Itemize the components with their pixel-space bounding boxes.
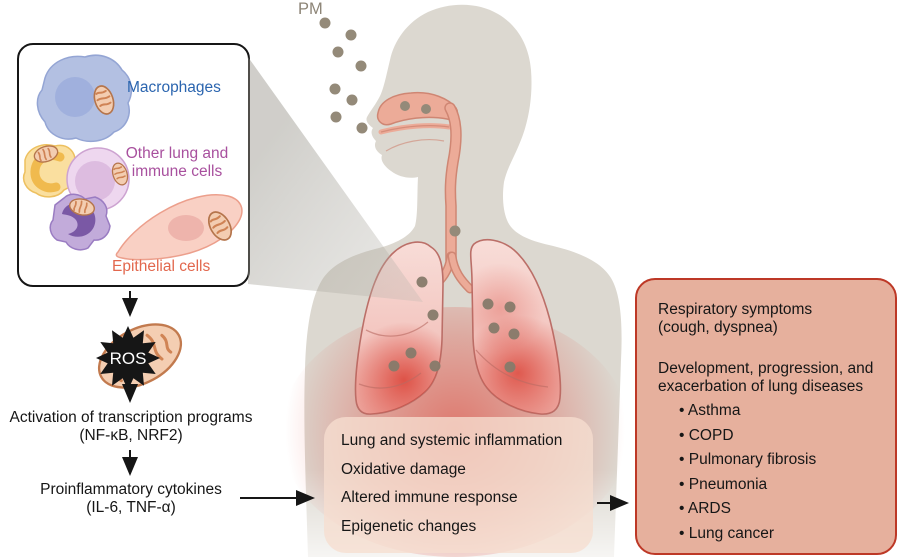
macrophages-label: Macrophages (127, 79, 221, 96)
inset-cells (22, 54, 243, 261)
effects-item: Altered immune response (341, 489, 518, 506)
pm-particles (319, 17, 461, 237)
disease-item: Pneumonia (658, 476, 885, 493)
disease-item: ARDS (658, 501, 885, 517)
cytokines-line2: (IL-6, TNF-α) (86, 499, 176, 516)
disease-item: Lung cancer (658, 525, 885, 542)
other-cells-line2: immune cells (131, 163, 223, 180)
transcription-line1: Activation of transcription programs (9, 409, 253, 426)
airway (376, 91, 475, 294)
other-cells-line1: Other lung and (125, 145, 229, 162)
disease-item: COPD (658, 427, 885, 444)
symptoms-heading-line2: (cough, dyspnea) (658, 319, 778, 336)
lymphocyte-cell (66, 147, 131, 211)
cytokines-line1: Proinflammatory cytokines (40, 481, 222, 498)
ros-label: ROS (110, 349, 147, 368)
pm-label: PM (298, 0, 323, 18)
transcription-line2: (NF-κB, NRF2) (79, 427, 183, 444)
epithelial-cell (115, 194, 243, 261)
disease-item: Pulmonary fibrosis (658, 452, 885, 468)
diseases-list: AsthmaCOPD Pulmonary fibrosisPneumoniaARD… (658, 403, 885, 542)
macrophage-cell (36, 54, 133, 143)
cytokines-step: Proinflammatory cytokines (IL-6, TNF-α) (0, 481, 262, 517)
diseases-heading-line2: exacerbation of lung diseases (658, 378, 864, 395)
symptoms-heading-line1: Respiratory symptoms (658, 301, 813, 318)
effects-item: Oxidative damage (341, 460, 466, 478)
zoom-triangle (248, 57, 423, 302)
other-cells-label: Other lung and immune cells (112, 145, 242, 181)
effects-item: Lung and systemic inflammation (341, 432, 563, 449)
pm-particles-in-lungs (388, 276, 520, 373)
diseases-heading-line1: Development, progression, and (658, 360, 874, 377)
outcomes-box: Respiratory symptoms (cough, dyspnea) De… (635, 278, 897, 555)
disease-item: Asthma (658, 403, 885, 419)
monocyte-cell (49, 193, 111, 251)
transcription-step: Activation of transcription programs (NF… (0, 409, 262, 445)
lung-fissures (358, 321, 549, 389)
ros-starburst-icon: ROS (96, 326, 160, 390)
spacer (658, 337, 885, 360)
flow-arrows (122, 291, 629, 511)
effects-item: Epigenetic changes (341, 517, 477, 535)
epithelial-cells-label: Epithelial cells (112, 258, 211, 275)
